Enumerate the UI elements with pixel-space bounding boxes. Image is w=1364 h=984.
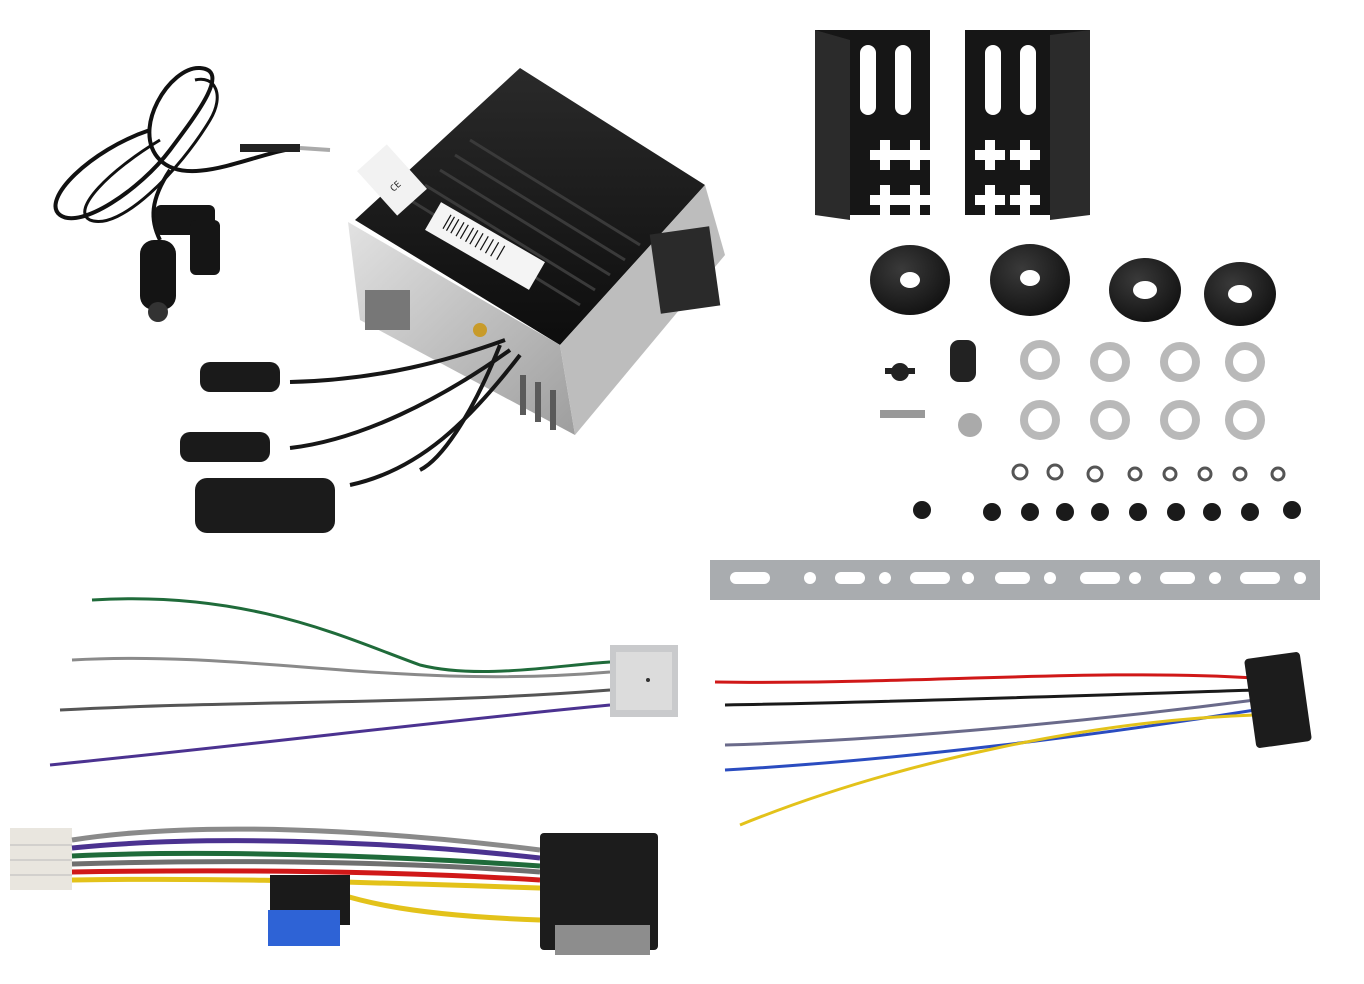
mic-head	[140, 240, 176, 310]
small-screws	[913, 501, 1301, 521]
metal-washers	[1020, 340, 1265, 440]
microphone-with-cable	[53, 65, 331, 322]
ce-label	[357, 144, 427, 216]
iso-port	[365, 290, 410, 330]
perforated-mounting-strip	[710, 560, 1320, 600]
small-nuts	[1011, 463, 1286, 483]
power-wire-harness	[714, 673, 1256, 827]
speaker-wire-harness	[49, 597, 611, 767]
head-unit-chassis: CE	[348, 68, 725, 435]
blue-fuse	[268, 910, 340, 946]
mounting-bracket-left	[815, 30, 930, 220]
speaker-connector	[610, 645, 678, 717]
mounting-bracket-right	[965, 30, 1090, 220]
antenna-socket	[195, 478, 335, 533]
screws-and-bolts	[880, 340, 982, 437]
audio-jack-plug	[299, 146, 331, 152]
rca-socket-1	[200, 362, 280, 392]
iso-connector	[540, 833, 658, 950]
power-connector	[1244, 652, 1312, 748]
rca-socket-2	[180, 432, 270, 462]
side-plate	[649, 226, 721, 314]
antenna-connector	[473, 323, 487, 337]
rubber-washers	[870, 244, 1276, 326]
rubber-bushing	[950, 340, 976, 382]
white-connector	[10, 828, 72, 890]
barcode-label	[425, 202, 545, 290]
rca-cables	[289, 338, 522, 487]
iso-harness	[10, 826, 658, 955]
